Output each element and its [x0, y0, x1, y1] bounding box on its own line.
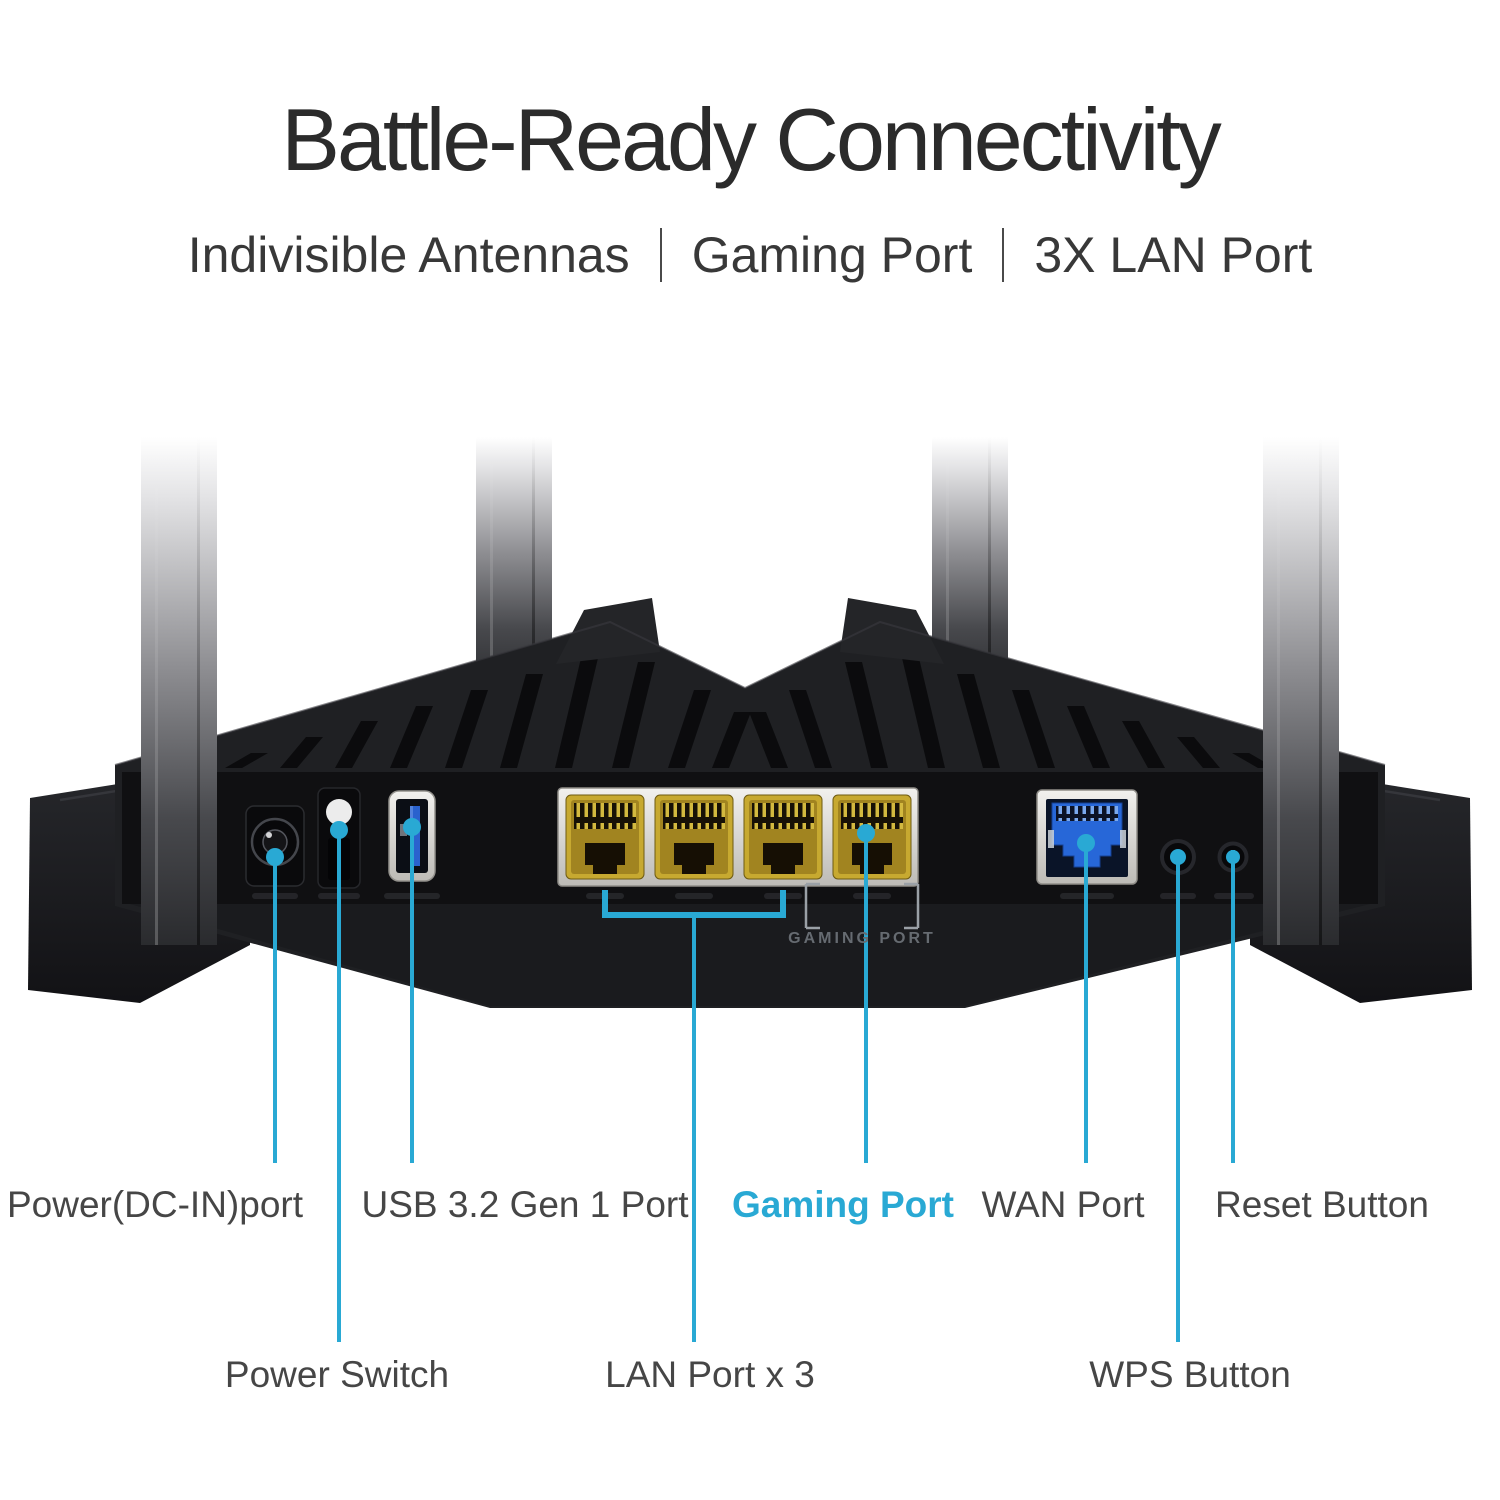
lan-port-1: [565, 794, 645, 880]
callout-label-wan: WAN Port: [981, 1184, 1145, 1225]
antenna-4: [1263, 437, 1339, 945]
lan-port-2: [654, 794, 734, 880]
subtitle-item-lan-port: 3X LAN Port: [1034, 227, 1313, 283]
subtitle-item-gaming-port: Gaming Port: [691, 227, 973, 283]
subtitle-divider: [1002, 228, 1005, 282]
callout-label-lan: LAN Port x 3: [605, 1354, 815, 1395]
callout-label-power-switch: Power Switch: [224, 1354, 450, 1395]
lan-block-bezel: [557, 787, 919, 887]
callout-label-wps: WPS Button: [1089, 1354, 1291, 1395]
subtitle-divider: [659, 228, 662, 282]
callout-dots: [266, 818, 1240, 866]
page-subtitle: Indivisible Antennas Gaming Port 3X LAN Po…: [0, 226, 1500, 284]
callout-label-usb: USB 3.2 Gen 1 Port: [361, 1184, 689, 1225]
callout-label-power-dc: Power(DC-IN)port: [6, 1184, 304, 1225]
body-top-edge: [114, 620, 1386, 766]
callout-lines: [273, 820, 1235, 1342]
lan-port-3: [743, 794, 823, 880]
callout-label-reset: Reset Button: [1215, 1184, 1429, 1225]
dc-in-port: [245, 805, 305, 887]
antenna-1: [141, 437, 217, 945]
callout-label-gaming-port: Gaming Port: [731, 1184, 955, 1225]
gaming-port-panel-label: GAMING PORT: [788, 930, 936, 947]
subtitle-item-antennas: Indivisible Antennas: [187, 227, 630, 283]
gaming-port-bracket: [804, 882, 920, 930]
page-title: Battle-Ready Connectivity: [281, 90, 1221, 189]
lower-taper: [130, 904, 1370, 1006]
